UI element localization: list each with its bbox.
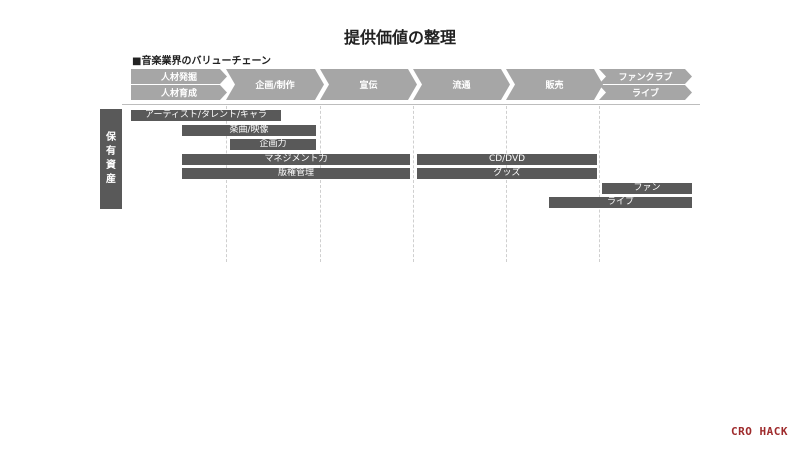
asset-bar-cd-dvd: CD/DVD <box>417 154 597 165</box>
asset-bar-goods: グッズ <box>417 168 597 179</box>
stage-live: ライブ <box>599 85 692 100</box>
divider-line <box>122 104 700 105</box>
column-guide-3 <box>413 106 414 262</box>
assets-label-char: 保 <box>106 132 116 143</box>
value-chain-section-label: ■音楽業界のバリューチェーン <box>132 56 271 67</box>
column-guide-5 <box>599 106 600 262</box>
stage-sales: 販売 <box>506 69 603 100</box>
stage-promotion: 宣伝 <box>320 69 417 100</box>
asset-bar-music-video: 楽曲/映像 <box>182 125 316 136</box>
page-title: 提供価値の整理 <box>343 28 456 47</box>
stage-fan-club: ファンクラブ <box>599 69 692 84</box>
column-guide-1 <box>226 106 227 262</box>
assets-label-char: 資 <box>106 160 116 171</box>
asset-bar-planning-power: 企画力 <box>230 139 316 150</box>
assets-label-char: 有 <box>106 146 116 157</box>
column-guide-2 <box>320 106 321 262</box>
asset-bar-fan: ファン <box>602 183 692 194</box>
column-guide-4 <box>506 106 507 262</box>
assets-label-char: 産 <box>106 174 116 185</box>
asset-bar-rights-management: 版権管理 <box>182 168 410 179</box>
asset-bar-artist-talent: アーティスト/タレント/キャラ <box>131 110 281 121</box>
assets-label: 保 有 資 産 <box>100 109 122 209</box>
asset-bar-management-power: マネジメント力 <box>182 154 410 165</box>
stage-distribution: 流通 <box>413 69 510 100</box>
stage-talent-discovery: 人材発掘 <box>131 69 227 84</box>
asset-bar-live: ライブ <box>549 197 692 208</box>
stage-talent-training: 人材育成 <box>131 85 227 100</box>
stage-planning-production: 企画/制作 <box>226 69 324 100</box>
cro-hack-logo: CRO HACK <box>731 425 788 438</box>
